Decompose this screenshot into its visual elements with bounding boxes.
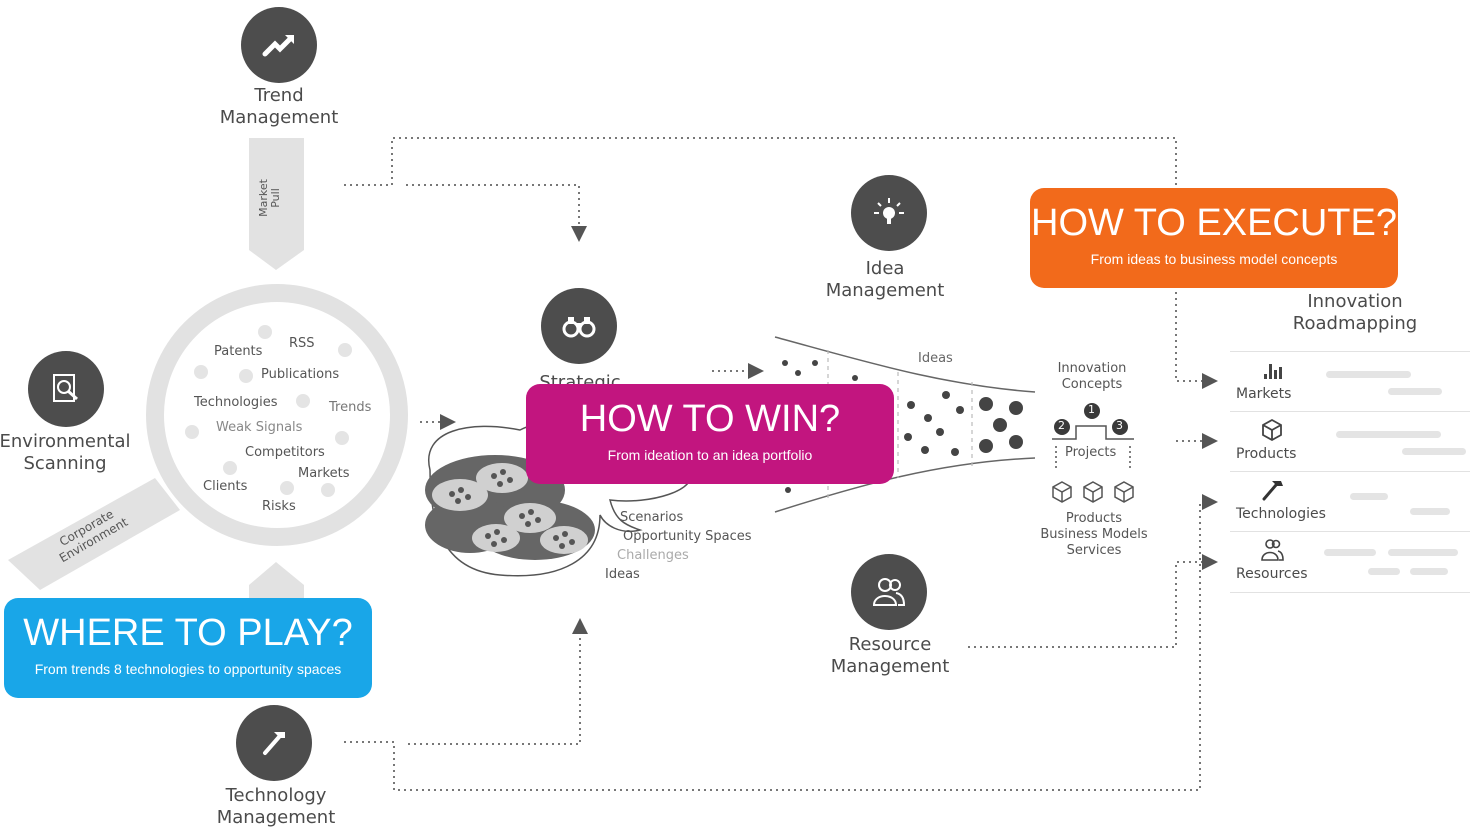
connector-trend-strategic bbox=[344, 137, 1177, 188]
roadmap-row-technologies[interactable]: Technologies bbox=[1230, 471, 1470, 532]
output-cubes bbox=[1052, 481, 1134, 503]
badge-3 bbox=[1112, 419, 1128, 435]
lens-word-markets: Markets bbox=[298, 466, 350, 481]
trend-management-node[interactable] bbox=[241, 7, 317, 83]
projects-label: Projects bbox=[1065, 445, 1117, 460]
connector-tech-cloud bbox=[408, 618, 588, 745]
badge-2-label: 2 bbox=[1058, 419, 1065, 432]
technology-management-node[interactable] bbox=[236, 705, 312, 781]
cloud-label-challenges: Challenges bbox=[617, 548, 689, 563]
binoculars-icon bbox=[562, 317, 596, 338]
trend-up-icon bbox=[262, 35, 294, 57]
roadmap-row-resources[interactable]: Resources bbox=[1230, 531, 1470, 593]
roadmap-bar bbox=[1326, 371, 1411, 378]
market-pull-arrow bbox=[249, 138, 304, 270]
connector-resource bbox=[968, 554, 1218, 648]
bar-chart-icon bbox=[1264, 364, 1282, 379]
roadmap-bar bbox=[1410, 508, 1450, 515]
badge-1 bbox=[1084, 403, 1100, 419]
idea-management-node[interactable] bbox=[851, 175, 927, 251]
document-search-icon bbox=[53, 374, 78, 402]
concept-steps bbox=[1052, 425, 1134, 468]
strategic-label: Strategic bbox=[539, 372, 621, 384]
roadmap-bar bbox=[1388, 388, 1442, 395]
magnifier-handle bbox=[8, 478, 180, 590]
roadmap-row-products[interactable]: Products bbox=[1230, 411, 1470, 472]
environmental-scanning-node[interactable] bbox=[28, 351, 104, 427]
roadmap-label-products: Products bbox=[1236, 446, 1297, 462]
lens-word-competitors: Competitors bbox=[245, 445, 325, 460]
where-to-play-subtitle: From trends 8 technologies to opportunit… bbox=[34, 661, 342, 677]
roadmap-bar bbox=[1368, 568, 1400, 575]
how-to-execute-title: HOW TO EXECUTE? bbox=[1031, 202, 1397, 244]
how-to-execute-subtitle: From ideas to business model concepts bbox=[1090, 251, 1338, 267]
resource-management-node[interactable] bbox=[851, 554, 927, 630]
hammer-icon bbox=[263, 732, 285, 755]
roadmap-bar bbox=[1410, 568, 1448, 575]
roadmap-bar bbox=[1336, 431, 1441, 438]
lens-word-patents: Patents bbox=[214, 344, 263, 359]
where-to-play-box: WHERE TO PLAY? From trends 8 technologie… bbox=[4, 598, 372, 698]
badge-2 bbox=[1054, 419, 1070, 435]
how-to-win-subtitle: From ideation to an idea portfolio bbox=[607, 447, 813, 463]
cube-icon bbox=[1262, 418, 1282, 442]
badge-3-label: 3 bbox=[1116, 419, 1123, 432]
roadmap-bar bbox=[1402, 448, 1466, 455]
how-to-win-box: HOW TO WIN? From ideation to an idea por… bbox=[526, 384, 894, 484]
lens-word-publications: Publications bbox=[261, 367, 340, 382]
people-icon bbox=[872, 578, 906, 606]
connector-execute-roadmap bbox=[1175, 292, 1218, 389]
market-pull-label: Market Pull bbox=[257, 179, 282, 217]
roadmap-row-markets[interactable]: Markets bbox=[1230, 351, 1470, 412]
how-to-win-title: HOW TO WIN? bbox=[579, 398, 841, 440]
connector-trend-down bbox=[406, 184, 587, 242]
connector-tech-up bbox=[344, 494, 1218, 791]
how-to-execute-box: HOW TO EXECUTE? From ideas to business m… bbox=[1030, 188, 1398, 288]
people-icon bbox=[1261, 539, 1284, 561]
lens-dots bbox=[185, 325, 352, 497]
lens-word-trends: Trends bbox=[329, 400, 372, 415]
lens-word-technologies: Technologies bbox=[194, 395, 278, 410]
hammer-icon bbox=[1262, 481, 1283, 501]
lens-word-rss: RSS bbox=[289, 336, 315, 351]
cloud-label-ideas: Ideas bbox=[605, 567, 640, 582]
lens-word-clients: Clients bbox=[203, 479, 248, 494]
cloud-label-opportunity-spaces: Opportunity Spaces bbox=[623, 529, 752, 544]
lightbulb-icon bbox=[874, 198, 904, 224]
roadmap-label-technologies: Technologies bbox=[1236, 506, 1326, 522]
idea-funnel bbox=[774, 336, 1036, 513]
strategic-node[interactable] bbox=[541, 288, 617, 364]
magnifier-lens bbox=[146, 284, 408, 546]
badge-1-label: 1 bbox=[1088, 403, 1095, 416]
lens-word-weak-signals: Weak Signals bbox=[216, 420, 303, 435]
roadmap-label-resources: Resources bbox=[1236, 566, 1308, 582]
funnel-ideas-label: Ideas bbox=[918, 351, 953, 366]
roadmap-bar bbox=[1388, 549, 1458, 556]
technology-push-arrow bbox=[249, 562, 304, 600]
roadmap-bar bbox=[1350, 493, 1388, 500]
speech-bubble bbox=[427, 419, 693, 577]
lens-word-risks: Risks bbox=[262, 499, 296, 514]
roadmap-bar bbox=[1324, 549, 1376, 556]
roadmap-label-markets: Markets bbox=[1236, 386, 1292, 402]
where-to-play-title: WHERE TO PLAY? bbox=[23, 612, 353, 654]
cloud-label-scenarios: Scenarios bbox=[620, 510, 684, 525]
